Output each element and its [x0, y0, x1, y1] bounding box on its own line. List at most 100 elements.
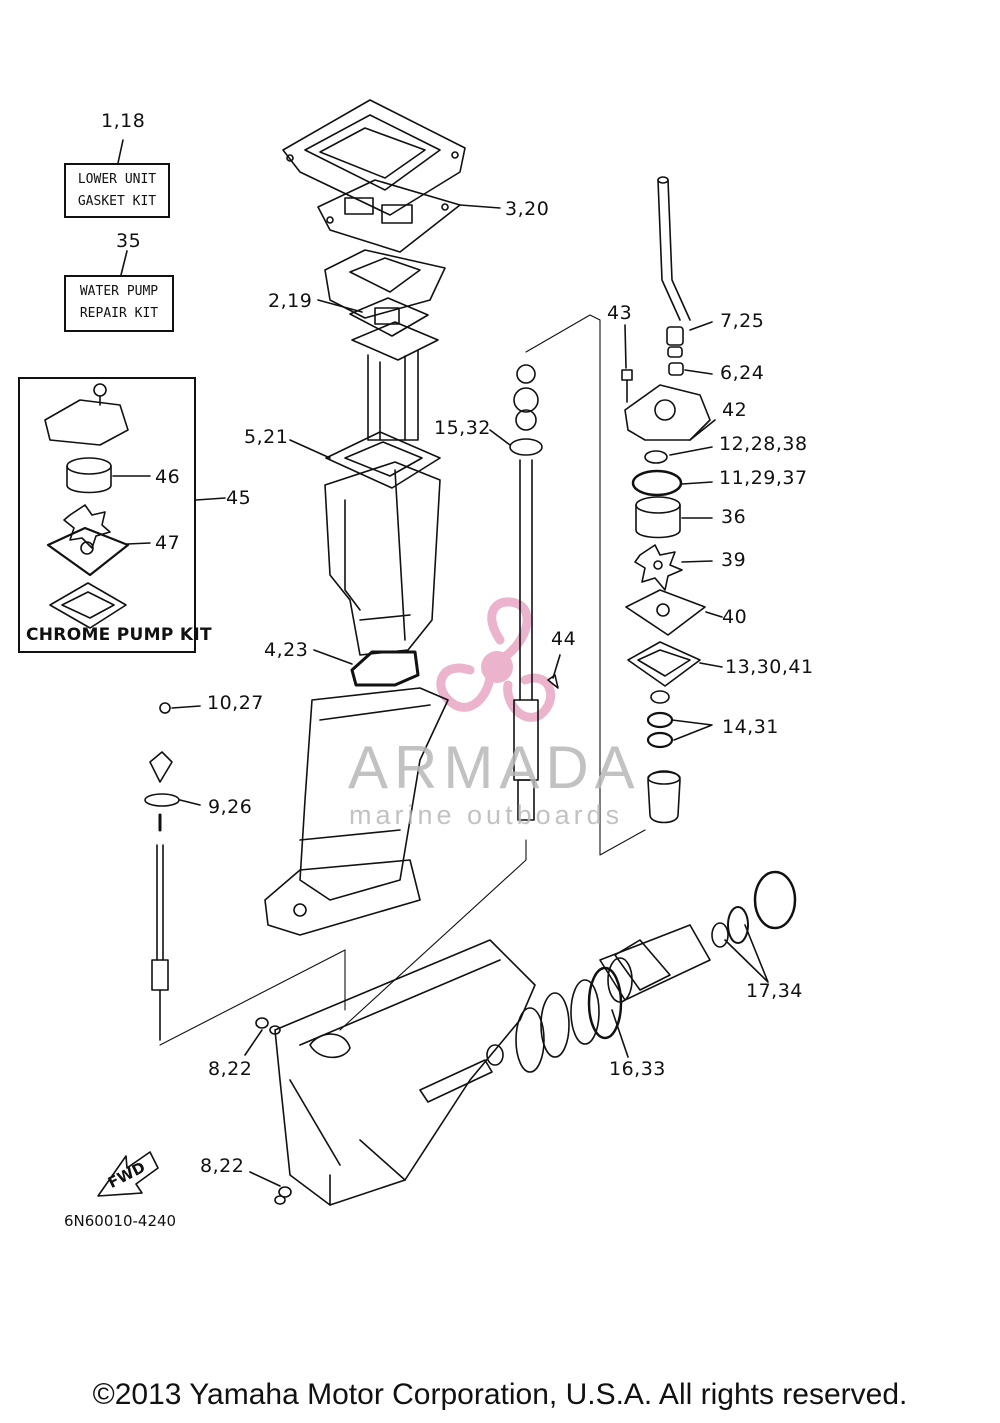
callout-40: 40: [722, 606, 748, 628]
leader-10-27: [171, 705, 201, 709]
callout-15-32: 15,32: [434, 417, 491, 439]
drain-screw-upper: [255, 1017, 281, 1035]
oil-seal-housing: [647, 770, 681, 824]
lower-unit-kit-line1: LOWER UNIT: [77, 172, 157, 187]
callout-7-25: 7,25: [720, 310, 765, 332]
water-pipe: [657, 176, 691, 321]
pump-housing-42: [624, 384, 711, 441]
leader-9-26: [179, 799, 201, 806]
callout-39: 39: [721, 549, 747, 571]
callout-14-31: 14,31: [722, 716, 779, 738]
outer-plate-40: [625, 589, 706, 636]
callout-4-23: 4,23: [264, 639, 309, 661]
callout-44: 44: [551, 628, 577, 650]
leader-13-30-41: [699, 662, 723, 668]
assembly-trace-lines: [159, 314, 646, 1046]
leader-3-20: [459, 204, 501, 209]
gasket-13-30-41: [627, 641, 701, 687]
lower-unit-kit-ref: 1,18: [101, 110, 146, 132]
callout-42: 42: [722, 399, 748, 421]
leader-40: [705, 611, 723, 618]
exhaust-guide-tube: [351, 321, 439, 441]
bolt-43: [621, 369, 633, 403]
callout-9-26: 9,26: [208, 796, 253, 818]
callout-46: 46: [155, 466, 181, 488]
callout-45: 45: [226, 487, 252, 509]
callout-36: 36: [721, 506, 747, 528]
grommet-7-25: [666, 326, 684, 358]
seals-14-31: [646, 690, 674, 749]
leader-7-25: [689, 321, 713, 331]
callout-12-28-38: 12,28,38: [719, 433, 808, 455]
callout-43: 43: [607, 302, 633, 324]
seal-4-23: [350, 650, 420, 687]
bearing-rings: [486, 966, 623, 1073]
leader-39: [681, 560, 713, 563]
insert-6-24: [668, 362, 684, 376]
leader-8-22a: [244, 1029, 263, 1056]
lower-gear-case: [274, 939, 536, 1206]
leader-6-24: [684, 369, 713, 375]
leader-44: [552, 654, 561, 679]
shaft-key-44: [547, 674, 559, 689]
propeller-shaft-housing: [599, 924, 711, 1003]
callout-5-21: 5,21: [244, 426, 289, 448]
leader-43: [624, 324, 627, 369]
leader-14-31: [671, 719, 713, 741]
leader-2-19: [317, 299, 363, 313]
exhaust-plate: [324, 249, 446, 319]
leader-16-33: [611, 1009, 629, 1058]
lower-unit-kit-line2: GASKET KIT: [77, 194, 157, 209]
leader-45: [195, 497, 226, 501]
callout-47: 47: [155, 532, 181, 554]
water-pump-kit-line1: WATER PUMP: [79, 284, 159, 299]
callout-10-27: 10,27: [207, 692, 264, 714]
chrome-pump-plate-47: [46, 526, 130, 577]
chrome-pump-impeller: [63, 504, 111, 549]
leader-47: [126, 542, 151, 545]
chrome-pump-gasket: [49, 582, 127, 629]
drive-shaft: [509, 364, 543, 821]
diagram-code: 6N60010-4240: [64, 1212, 177, 1230]
insert-cartridge-36: [635, 496, 681, 539]
callout-8-22-upper: 8,22: [208, 1058, 253, 1080]
callout-6-24: 6,24: [720, 362, 765, 384]
leader-17-34: [724, 924, 769, 983]
callout-17-34: 17,34: [746, 980, 803, 1002]
propeller-shaft: [419, 1059, 493, 1103]
chrome-pump-insert-46: [66, 457, 112, 494]
leader-11-29-37: [681, 481, 713, 485]
lower-unit-kit-leader: [117, 139, 128, 276]
gasket-3-20: [317, 179, 461, 253]
leader-42: [689, 419, 716, 441]
callout-16-33: 16,33: [609, 1058, 666, 1080]
callout-11-29-37: 11,29,37: [719, 467, 808, 489]
water-pump-repair-kit-box: WATER PUMP REPAIR KIT: [64, 275, 174, 332]
leader-4-23: [313, 649, 353, 665]
lower-unit-gasket-kit-box: LOWER UNIT GASKET KIT: [64, 163, 170, 218]
gasket-5-21: [325, 431, 441, 489]
exhaust-housing: [324, 461, 441, 656]
callout-8-22-lower: 8,22: [200, 1155, 245, 1177]
copyright-notice: ©2013 Yamaha Motor Corporation, U.S.A. A…: [92, 1378, 908, 1411]
upper-casing-plate: [282, 99, 466, 216]
chrome-pump-kit-label: CHROME PUMP KIT: [26, 625, 212, 645]
impeller-39: [634, 544, 683, 591]
chrome-pump-kit-frame: [18, 377, 196, 653]
upper-casing: [264, 687, 449, 936]
watermark-subtitle: marine outboards: [349, 800, 624, 830]
leader-12-28-38: [669, 446, 713, 456]
o-ring-12-28-38: [644, 450, 668, 464]
seals-17-34: [711, 870, 797, 948]
watermark-title: ARMADA: [348, 734, 641, 801]
callout-2-19: 2,19: [268, 290, 313, 312]
callout-13-30-41: 13,30,41: [725, 656, 814, 678]
fwd-arrow: [97, 1151, 159, 1197]
chrome-pump-housing: [44, 383, 129, 446]
o-ring-11-29-37: [631, 469, 683, 497]
leader-15-32: [489, 429, 511, 446]
leader-8-22b: [249, 1171, 281, 1187]
leader-5-21: [289, 439, 331, 459]
water-pump-kit-ref: 35: [116, 230, 142, 252]
